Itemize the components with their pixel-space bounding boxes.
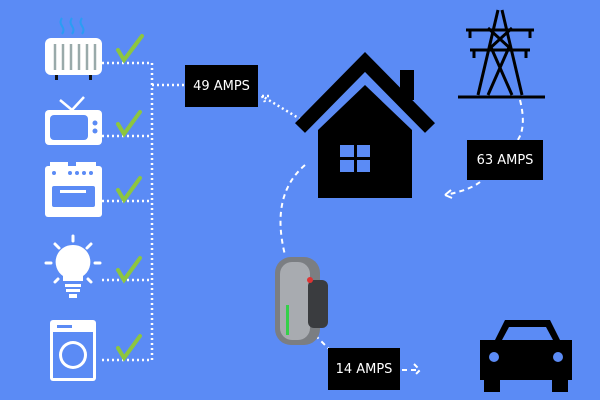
oven-icon [45, 162, 102, 217]
grid-supply-label: 63 AMPS [467, 140, 543, 180]
heater-icon [45, 17, 102, 80]
car-icon [480, 320, 572, 392]
power-flow-dashes [279, 99, 524, 377]
washing-machine-icon [50, 320, 96, 381]
appliance-wiring [102, 61, 306, 362]
power-tower-icon [458, 9, 545, 99]
house-load-label: 49 AMPS [185, 65, 258, 107]
charger-load-label: 14 AMPS [328, 348, 400, 390]
check-icons [116, 34, 144, 362]
tv-icon [45, 96, 102, 145]
house-icon [295, 52, 435, 198]
ev-charger-icon [275, 257, 328, 345]
lightbulb-icon [44, 234, 102, 298]
